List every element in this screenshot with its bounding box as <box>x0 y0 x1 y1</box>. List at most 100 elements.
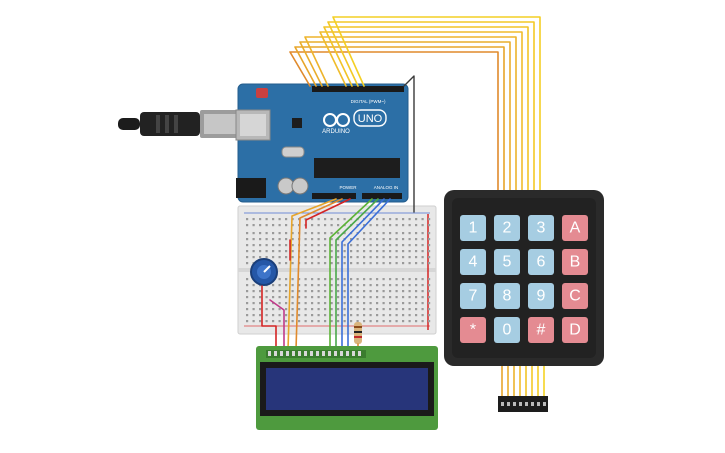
keypad-key-face[interactable] <box>460 283 486 309</box>
breadboard-hole <box>363 296 366 299</box>
keypad-key-face[interactable] <box>494 317 520 343</box>
breadboard-hole <box>252 314 255 317</box>
breadboard-hole <box>259 224 262 227</box>
breadboard-hole <box>317 314 320 317</box>
keypad-key[interactable]: 2 <box>494 215 520 241</box>
breadboard-hole <box>298 302 301 305</box>
breadboard-hole <box>382 232 385 235</box>
keypad-key-face[interactable] <box>562 249 588 275</box>
keypad-key-face[interactable] <box>494 283 520 309</box>
breadboard-hole <box>415 290 418 293</box>
breadboard-hole <box>389 250 392 253</box>
keypad-key[interactable]: 7 <box>460 283 486 309</box>
keypad-key[interactable]: 0 <box>494 317 520 343</box>
keypad-key-label: 9 <box>537 288 546 305</box>
breadboard-hole <box>395 314 398 317</box>
breadboard-hole <box>259 320 262 323</box>
breadboard-hole <box>369 284 372 287</box>
keypad-key-face[interactable] <box>494 215 520 241</box>
breadboard-hole <box>278 320 281 323</box>
keypad-key-face[interactable] <box>460 249 486 275</box>
breadboard-hole <box>337 296 340 299</box>
keypad-key[interactable]: # <box>528 317 554 343</box>
breadboard-hole <box>395 224 398 227</box>
breadboard-hole <box>350 308 353 311</box>
breadboard-hole <box>376 244 379 247</box>
breadboard-hole <box>389 296 392 299</box>
breadboard-hole <box>408 232 411 235</box>
keypad-key[interactable]: 1 <box>460 215 486 241</box>
keypad-key-face[interactable] <box>562 215 588 241</box>
keypad-key[interactable]: 6 <box>528 249 554 275</box>
breadboard-hole <box>252 250 255 253</box>
keypad-key-face[interactable] <box>494 249 520 275</box>
breadboard-hole <box>317 250 320 253</box>
keypad-key-face[interactable] <box>460 317 486 343</box>
breadboard-hole <box>291 232 294 235</box>
keypad-key[interactable]: 3 <box>528 215 554 241</box>
potentiometer[interactable] <box>250 258 278 286</box>
breadboard-hole <box>369 302 372 305</box>
breadboard-hole <box>337 262 340 265</box>
breadboard-hole <box>369 278 372 281</box>
breadboard-hole <box>324 296 327 299</box>
breadboard-hole <box>408 250 411 253</box>
breadboard-hole <box>376 278 379 281</box>
reset-button[interactable] <box>256 88 268 98</box>
keypad-key[interactable]: A <box>562 215 588 241</box>
keypad-key-face[interactable] <box>528 215 554 241</box>
breadboard-hole <box>304 290 307 293</box>
keypad-key-face[interactable] <box>562 283 588 309</box>
breadboard-hole <box>350 320 353 323</box>
keypad-key-face[interactable] <box>460 215 486 241</box>
breadboard-hole <box>421 244 424 247</box>
keypad-key[interactable]: 5 <box>494 249 520 275</box>
lcd-screen <box>266 368 428 410</box>
keypad-key[interactable]: * <box>460 317 486 343</box>
breadboard-hole <box>337 250 340 253</box>
usb-cable <box>118 110 240 138</box>
keypad-key[interactable]: 8 <box>494 283 520 309</box>
lcd-pin <box>340 351 343 356</box>
breadboard-hole <box>291 250 294 253</box>
keypad-key-face[interactable] <box>562 317 588 343</box>
breadboard-hole <box>246 262 249 265</box>
breadboard-hole <box>311 262 314 265</box>
keypad-key-face[interactable] <box>528 317 554 343</box>
breadboard-hole <box>246 232 249 235</box>
breadboard-hole <box>278 314 281 317</box>
keypad-key[interactable]: D <box>562 317 588 343</box>
lcd-pin <box>298 351 301 356</box>
breadboard-hole <box>272 290 275 293</box>
power-label: POWER <box>339 185 357 190</box>
keypad-key[interactable]: 4 <box>460 249 486 275</box>
connector-pin <box>531 402 534 406</box>
breadboard-hole <box>246 290 249 293</box>
keypad-key-label: 2 <box>503 220 512 237</box>
breadboard-hole <box>369 244 372 247</box>
breadboard-hole <box>324 244 327 247</box>
breadboard-hole <box>298 284 301 287</box>
keypad-key[interactable]: 9 <box>528 283 554 309</box>
breadboard-hole <box>291 290 294 293</box>
keypad-key-face[interactable] <box>528 249 554 275</box>
breadboard-hole <box>285 296 288 299</box>
breadboard-hole <box>330 218 333 221</box>
keypad-key-face[interactable] <box>528 283 554 309</box>
keypad-key[interactable]: C <box>562 283 588 309</box>
keypad-key[interactable]: B <box>562 249 588 275</box>
breadboard-hole <box>317 256 320 259</box>
breadboard-hole <box>311 224 314 227</box>
breadboard-hole <box>421 256 424 259</box>
breadboard-hole <box>408 296 411 299</box>
breadboard-hole <box>337 320 340 323</box>
breadboard-hole <box>265 232 268 235</box>
breadboard-hole <box>337 232 340 235</box>
breadboard-hole <box>382 314 385 317</box>
breadboard-hole <box>369 250 372 253</box>
breadboard-hole <box>285 244 288 247</box>
lcd-pin <box>280 351 283 356</box>
breadboard-hole <box>395 290 398 293</box>
breadboard-hole <box>291 278 294 281</box>
breadboard-hole <box>343 250 346 253</box>
